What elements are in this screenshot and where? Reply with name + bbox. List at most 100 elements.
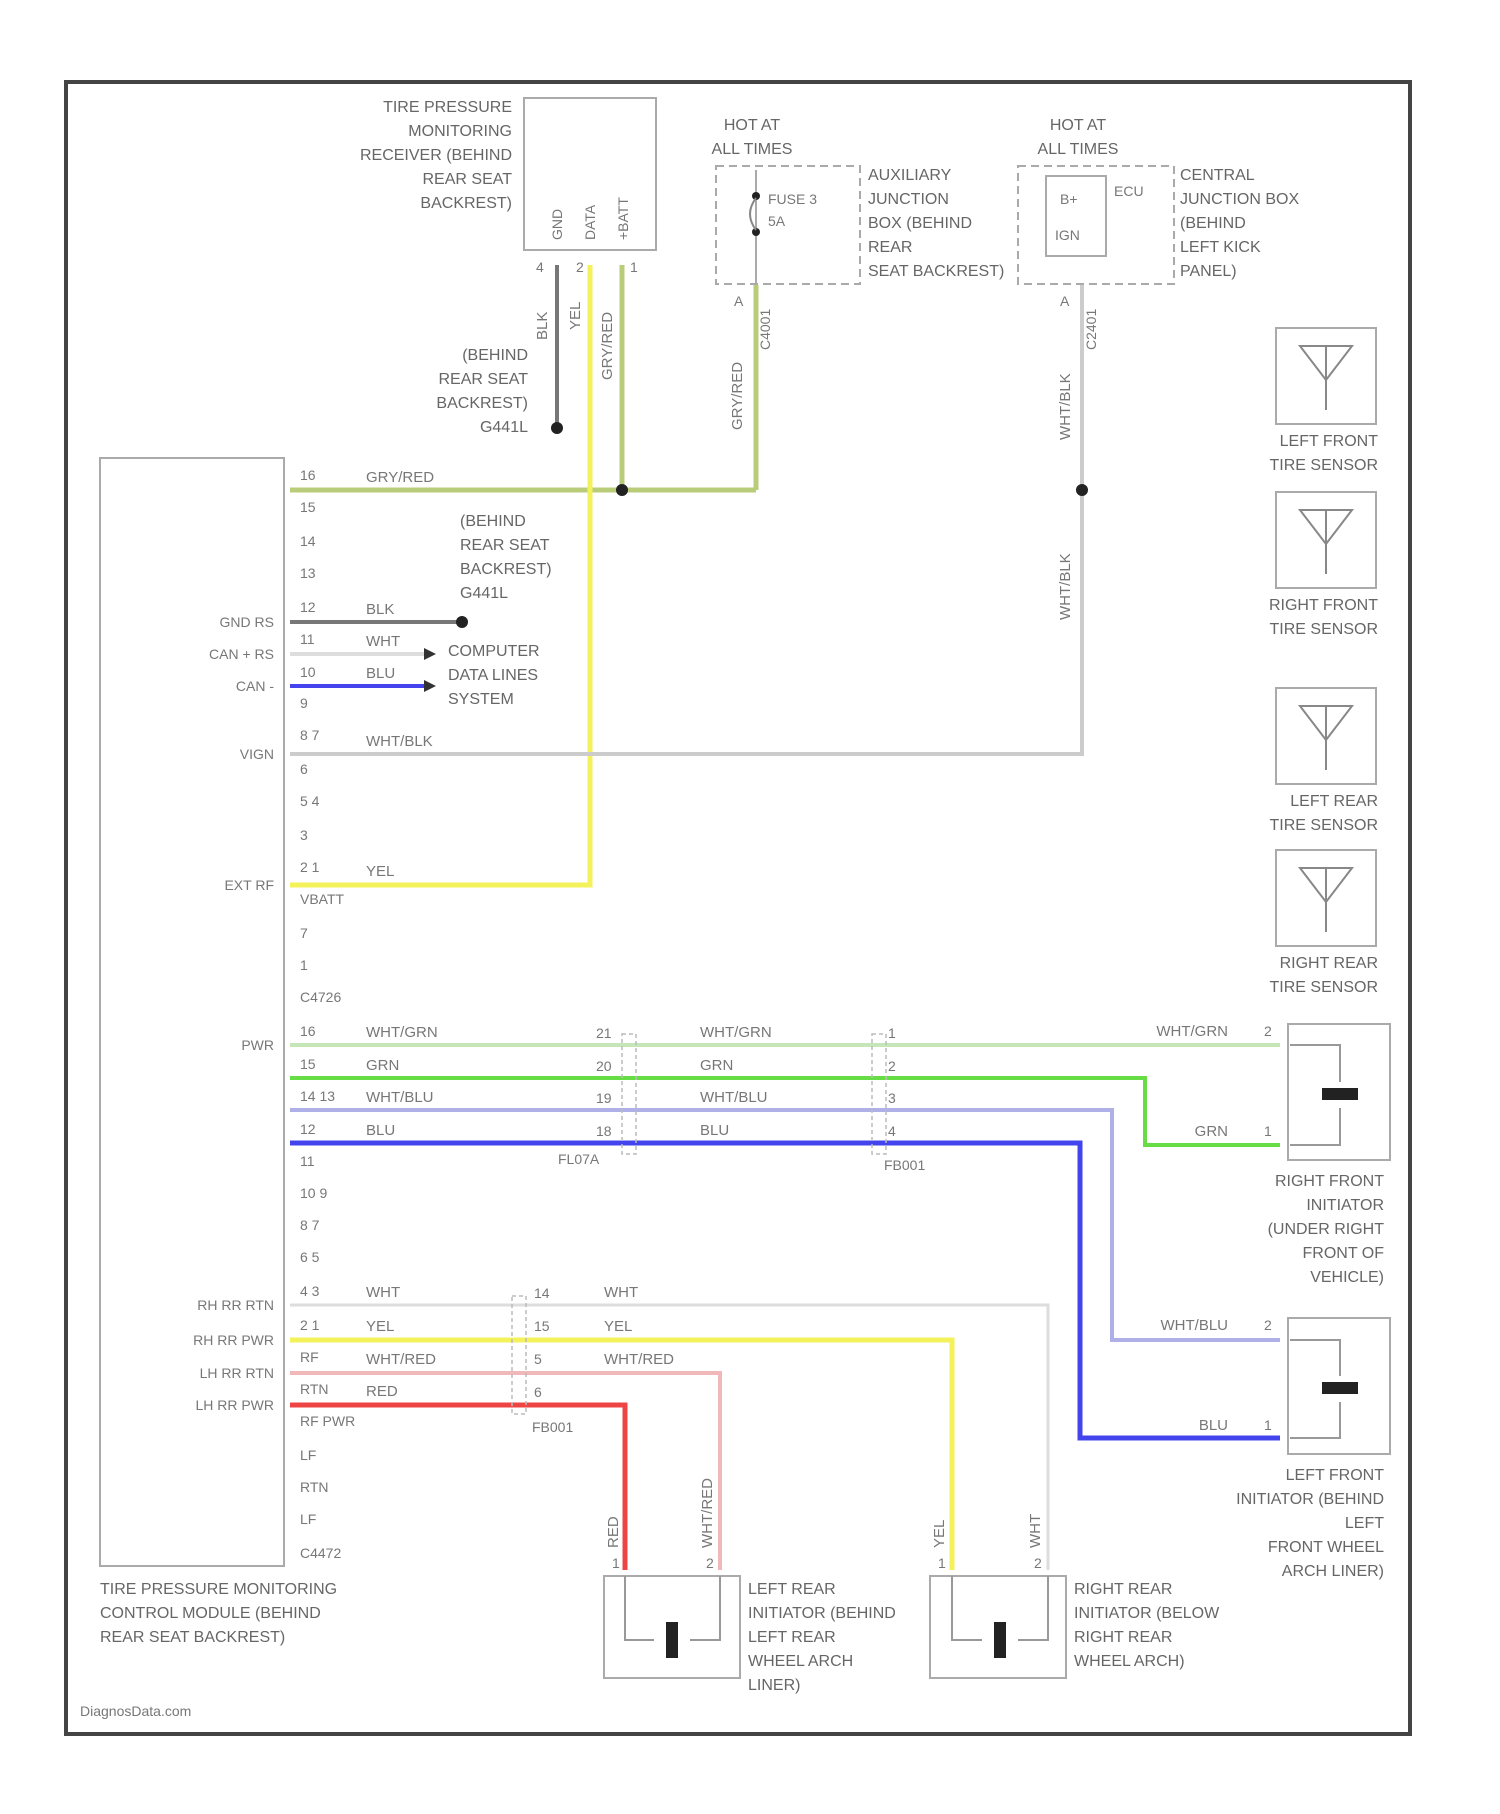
- wire-label: WHT: [604, 1284, 638, 1301]
- initiator-label: INITIATOR: [1306, 1197, 1384, 1214]
- aux-pin: A: [734, 293, 744, 309]
- module-pin: RTN: [300, 1479, 329, 1495]
- wire-label: WHT/BLK: [366, 733, 433, 750]
- ground-module: (BEHIND REAR SEAT BACKREST) G441L: [456, 513, 552, 628]
- central-pin: A: [1060, 293, 1070, 309]
- wire-label: RED: [605, 1516, 622, 1548]
- module-pin: 2 1: [300, 859, 320, 875]
- aux-label-line: BOX (BEHIND: [868, 215, 972, 232]
- initiator-label: LEFT: [1345, 1515, 1384, 1532]
- wire-label-wht-blk: WHT/BLK: [1057, 373, 1074, 440]
- module-label-line: TIRE PRESSURE MONITORING: [100, 1581, 337, 1598]
- initiator-label: FRONT OF: [1303, 1245, 1385, 1262]
- connector-pin: 14: [534, 1285, 550, 1301]
- aux-label-line: SEAT BACKREST): [868, 263, 1004, 280]
- fuse-label: FUSE 3: [768, 191, 817, 207]
- connector-pin: 4: [888, 1123, 896, 1139]
- initiator-pin: 2: [706, 1555, 714, 1571]
- initiator-label: LINER): [748, 1677, 800, 1694]
- receiver-pin-data: DATA: [582, 204, 598, 240]
- receiver-pin-gnd: GND: [549, 209, 565, 240]
- module-pin: 12: [300, 1121, 316, 1137]
- initiator-label: LEFT REAR: [748, 1629, 836, 1646]
- initiator-pin: 2: [1264, 1317, 1272, 1333]
- initiator-label: INITIATOR (BEHIND: [748, 1605, 896, 1622]
- arrow-icon: [424, 680, 436, 692]
- initiator-pin: 2: [1264, 1023, 1272, 1039]
- module-pin: LF: [300, 1447, 316, 1463]
- module-pin: 8 7: [300, 727, 320, 743]
- connector-pin: 6: [534, 1384, 542, 1400]
- wire-label: GRN: [1195, 1123, 1228, 1140]
- ground-label-line: (BEHIND: [460, 513, 526, 530]
- module-side-label: GND RS: [220, 614, 274, 630]
- wire-label-wht-blk: WHT/BLK: [1057, 553, 1074, 620]
- wire-label: WHT/RED: [699, 1478, 716, 1548]
- wire-label: GRN: [700, 1057, 733, 1074]
- wire-label-blk: BLK: [534, 312, 551, 340]
- aux-label-line: JUNCTION: [868, 191, 949, 208]
- sensor-label: TIRE SENSOR: [1270, 817, 1378, 834]
- ground-label-line: REAR SEAT: [439, 371, 529, 388]
- inline-connector-rear: 14 15 5 6 FB001 WHT YEL WHT/RED: [512, 1284, 674, 1435]
- module-pin: 8 7: [300, 1217, 320, 1233]
- module-pin: 12: [300, 599, 316, 615]
- sensor-label: LEFT REAR: [1290, 793, 1378, 810]
- data-lines-label: DATA LINES: [448, 667, 538, 684]
- connector-pin: 2: [888, 1058, 896, 1074]
- connector-pin: 3: [888, 1090, 896, 1106]
- wire-label: BLU: [1199, 1417, 1228, 1434]
- wire-label: RED: [366, 1383, 398, 1400]
- coil-icon: [1322, 1382, 1358, 1394]
- ground-point: [456, 616, 468, 628]
- sensor-label: RIGHT REAR: [1280, 955, 1378, 972]
- initiator-label: RIGHT FRONT: [1275, 1173, 1384, 1190]
- hot-at-label: ALL TIMES: [1038, 141, 1119, 158]
- receiver-label-line: MONITORING: [408, 123, 512, 140]
- wire-label: BLU: [366, 665, 395, 682]
- receiver-pin-number: 1: [630, 259, 638, 275]
- aux-label-line: AUXILIARY: [868, 167, 952, 184]
- module-pin: VBATT: [300, 891, 345, 907]
- module-side-label: PWR: [241, 1037, 274, 1053]
- receiver-pin-number: 4: [536, 259, 544, 275]
- module-label-line: CONTROL MODULE (BEHIND: [100, 1605, 321, 1622]
- initiator-label: LEFT REAR: [748, 1581, 836, 1598]
- connector-name: FL07A: [558, 1151, 600, 1167]
- module-pin: 10: [300, 664, 316, 680]
- initiator-label: WHEEL ARCH: [748, 1653, 853, 1670]
- initiator-pin: 1: [612, 1555, 620, 1571]
- ground-label-line: G441L: [480, 419, 528, 436]
- module-side-label: VIGN: [240, 746, 274, 762]
- initiator-label: VEHICLE): [1310, 1269, 1384, 1286]
- sensor-label: LEFT FRONT: [1280, 433, 1379, 450]
- fuse-label: 5A: [768, 213, 786, 229]
- module-pin: 9: [300, 695, 308, 711]
- arrow-icon: [424, 648, 436, 660]
- initiator-label: LEFT FRONT: [1286, 1467, 1385, 1484]
- initiator-pin: 2: [1034, 1555, 1042, 1571]
- wire-label: WHT/RED: [604, 1351, 674, 1368]
- initiator-label: INITIATOR (BELOW: [1074, 1605, 1220, 1622]
- sensor-label: RIGHT FRONT: [1269, 597, 1378, 614]
- connector-pin: 5: [534, 1351, 542, 1367]
- module-label-line: REAR SEAT BACKREST): [100, 1629, 285, 1646]
- receiver-label-line: BACKREST): [420, 195, 512, 212]
- central-label-line: (BEHIND: [1180, 215, 1246, 232]
- hot-at-label: HOT AT: [1050, 117, 1107, 134]
- central-label-line: LEFT KICK: [1180, 239, 1261, 256]
- connector-pin: 20: [596, 1058, 612, 1074]
- module-pin: RF: [300, 1349, 319, 1365]
- module-pin: 10 9: [300, 1185, 327, 1201]
- module-pin: 16: [300, 467, 316, 483]
- coil-icon: [1322, 1088, 1358, 1100]
- module-side-label: RH RR RTN: [197, 1297, 274, 1313]
- module-pin: 6 5: [300, 1249, 320, 1265]
- sensor-label: TIRE SENSOR: [1270, 457, 1378, 474]
- module-pin: 5 4: [300, 793, 320, 809]
- tire-sensor-left-front: LEFT FRONT TIRE SENSOR: [1270, 328, 1379, 474]
- module-pin: RF PWR: [300, 1413, 355, 1429]
- central-inner-label: IGN: [1055, 227, 1080, 243]
- connector-body: [622, 1034, 636, 1154]
